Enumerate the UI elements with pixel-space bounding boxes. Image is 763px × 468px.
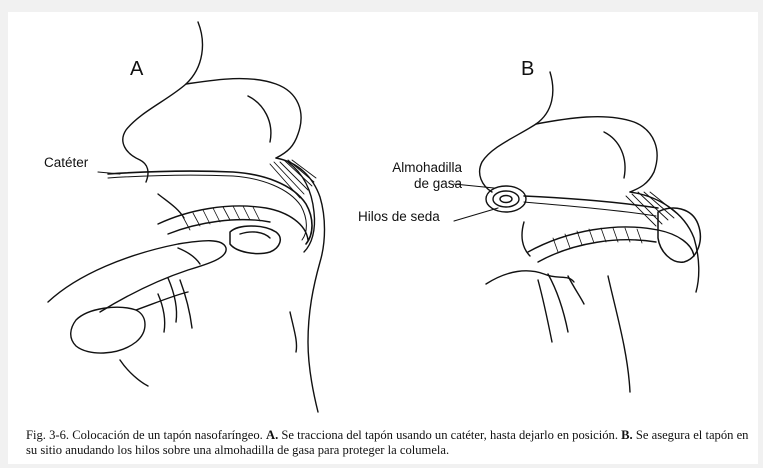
- illustration-figure: A B Catéter Almohadilla de gasa Hilos de…: [8, 12, 758, 417]
- panel-b-label: B: [521, 58, 534, 81]
- caption-a-text: Se tracciona del tapón usando un catéter…: [281, 428, 618, 442]
- panel-a-drawing: [48, 22, 325, 412]
- caption-a-marker: A.: [266, 428, 278, 442]
- callout-hilos: Hilos de seda: [358, 209, 440, 225]
- hilos-leader-line: [454, 208, 498, 221]
- callout-almohadilla-line2: de gasa: [380, 176, 462, 192]
- callout-almohadilla-line1: Almohadilla: [380, 160, 462, 176]
- document-page: A B Catéter Almohadilla de gasa Hilos de…: [8, 12, 758, 464]
- caption-title: Colocación de un tapón nasofaríngeo.: [72, 428, 263, 442]
- caption-b-marker: B.: [621, 428, 633, 442]
- callout-almohadilla: Almohadilla de gasa: [380, 160, 462, 192]
- caption-fig-number: Fig. 3-6.: [26, 428, 69, 442]
- figure-caption: Fig. 3-6. Colocación de un tapón nasofar…: [26, 428, 756, 458]
- callout-cateter: Catéter: [44, 155, 88, 171]
- panel-b-drawing: [480, 72, 701, 392]
- panel-a-label: A: [130, 58, 143, 81]
